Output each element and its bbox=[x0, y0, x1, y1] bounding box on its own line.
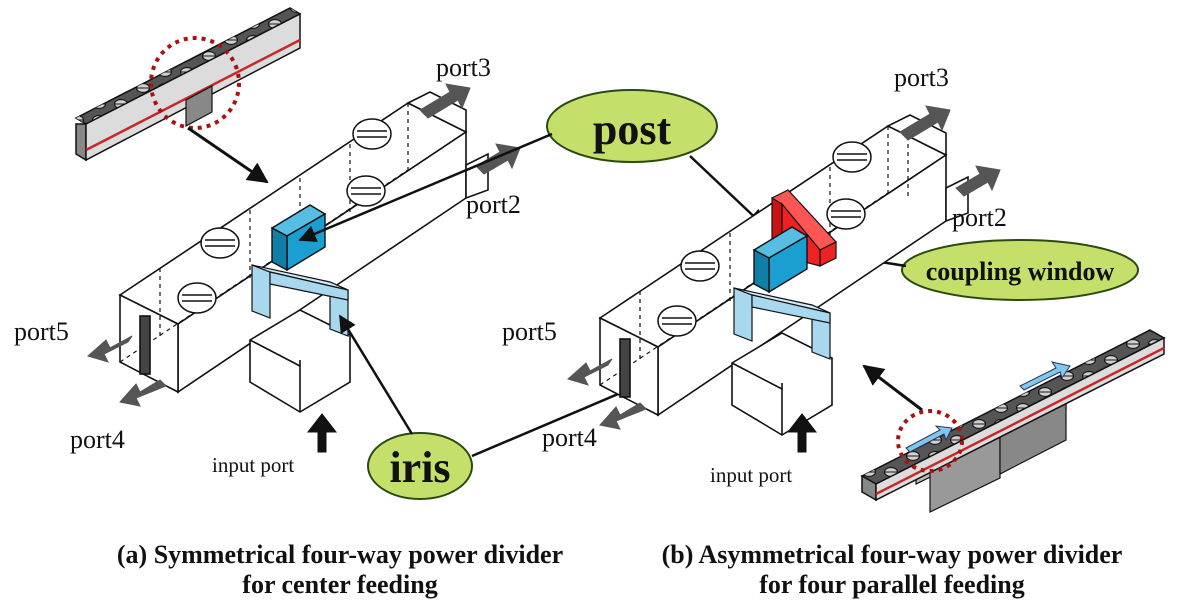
callout-iris-text: iris bbox=[389, 443, 450, 492]
label-port5-a: port5 bbox=[14, 317, 69, 346]
port-arrows-b bbox=[566, 105, 1001, 453]
callout-post-text: post bbox=[593, 105, 672, 154]
post-b bbox=[752, 226, 809, 294]
slots-a bbox=[177, 118, 392, 314]
array-inset-b bbox=[860, 329, 1166, 513]
post-arrow-b bbox=[689, 155, 766, 228]
caption-b: (b) Asymmetrical four-way power divider … bbox=[612, 540, 1172, 600]
inset-arrow-b bbox=[862, 364, 923, 412]
caption-b-line2: for four parallel feeding bbox=[759, 570, 1025, 599]
callout-post: post bbox=[546, 89, 718, 163]
label-input-port-a: input port bbox=[212, 453, 294, 477]
slots-b bbox=[657, 141, 872, 337]
divider-a bbox=[118, 91, 489, 413]
inset-arrow-a bbox=[187, 126, 269, 184]
caption-a-line2: for center feeding bbox=[242, 570, 438, 599]
iris-arrow-a bbox=[338, 314, 414, 435]
array-inset-a bbox=[74, 7, 302, 162]
label-port4-a: port4 bbox=[70, 425, 125, 454]
iris-a bbox=[251, 264, 349, 337]
label-port2-b: port2 bbox=[952, 203, 1007, 232]
label-port2-a: port2 bbox=[466, 190, 521, 219]
post-arrow-a bbox=[298, 132, 553, 242]
port-arrows-a bbox=[86, 83, 521, 453]
label-port3-a: port3 bbox=[436, 53, 491, 82]
label-port3-b: port3 bbox=[894, 63, 949, 92]
iris-b bbox=[733, 287, 831, 360]
highlight-circle-b bbox=[896, 409, 964, 473]
caption-b-line1: (b) Asymmetrical four-way power divider bbox=[661, 540, 1123, 569]
highlight-circle bbox=[149, 36, 241, 130]
label-port5-b: port5 bbox=[502, 317, 557, 346]
caption-a-line1: (a) Symmetrical four-way power divider bbox=[116, 540, 564, 569]
callout-coupling-window-text: coupling window bbox=[926, 257, 1115, 286]
caption-a: (a) Symmetrical four-way power divider f… bbox=[60, 540, 620, 600]
callout-iris: iris bbox=[367, 432, 473, 500]
label-input-port-b: input port bbox=[710, 463, 792, 487]
callout-coupling-window: coupling window bbox=[901, 239, 1139, 301]
label-port4-b: port4 bbox=[542, 423, 597, 452]
